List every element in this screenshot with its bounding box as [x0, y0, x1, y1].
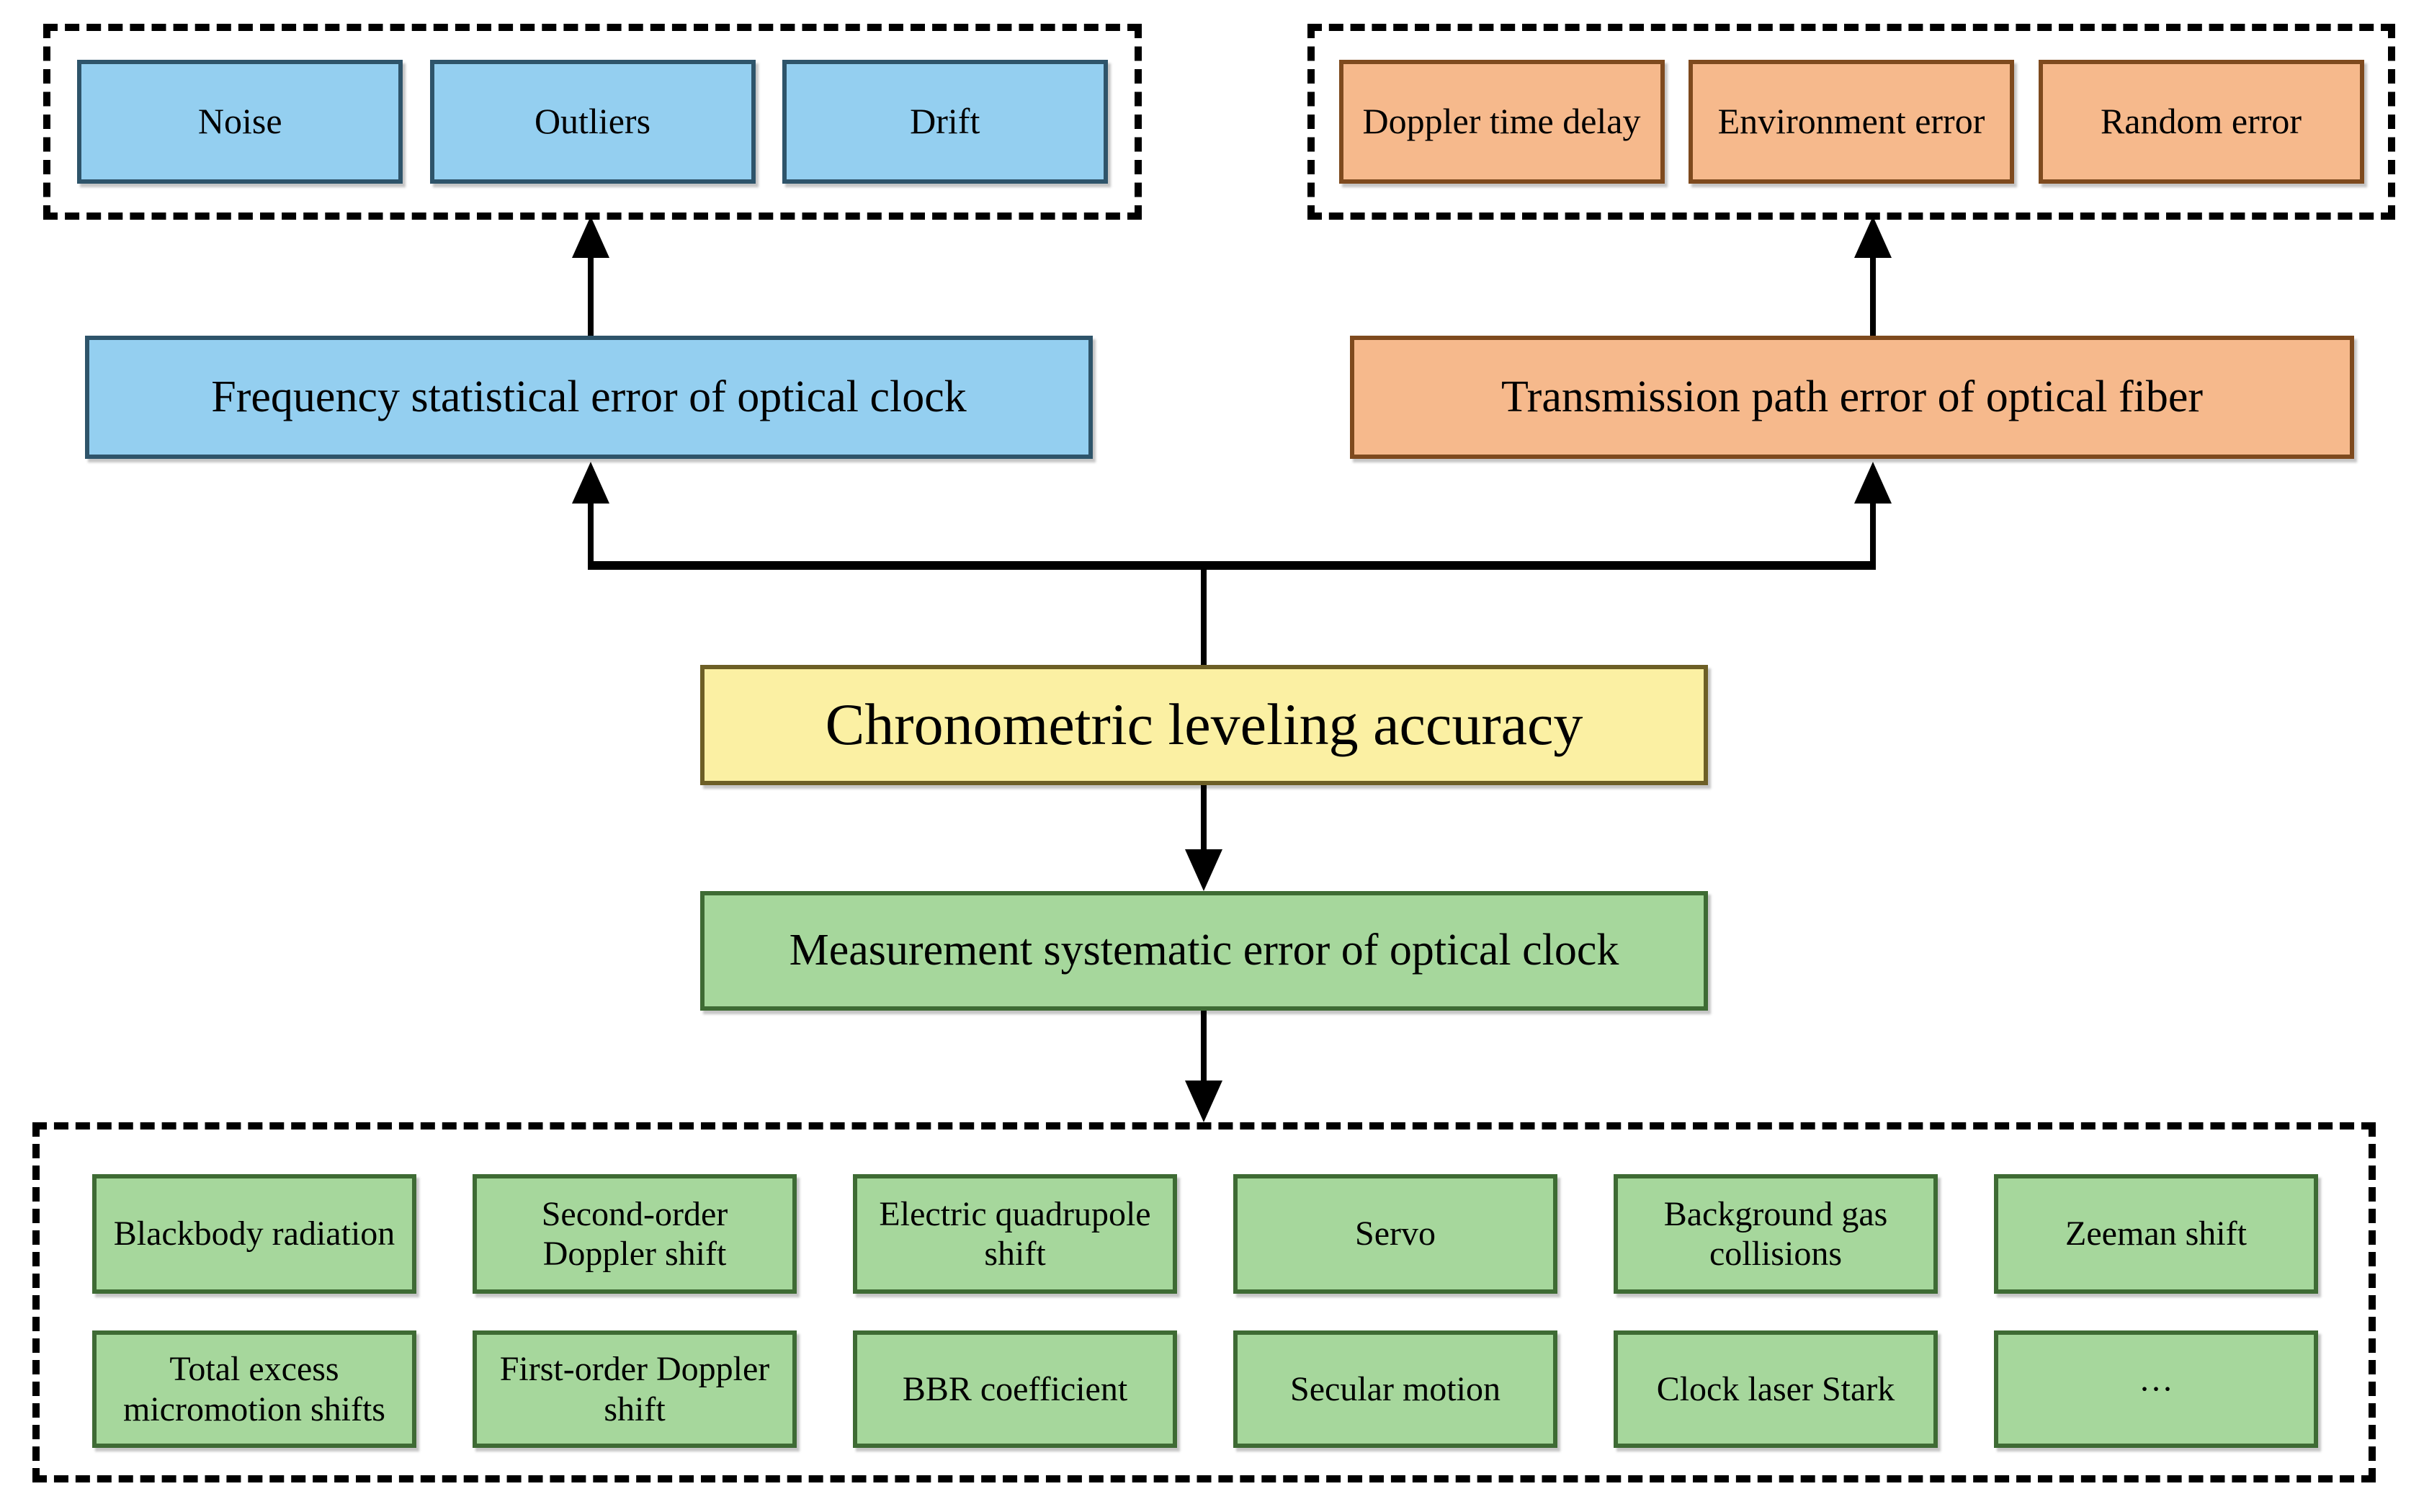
node-clock-laser-stark: Clock laser Stark: [1614, 1330, 1938, 1448]
node-environment-error: Environment error: [1689, 60, 2014, 184]
arrow-center-to-measurement-line: [1201, 785, 1207, 851]
node-zeeman-shift: Zeeman shift: [1994, 1174, 2318, 1294]
node-bbr-coefficient: BBR coefficient: [853, 1330, 1177, 1448]
node-servo: Servo: [1233, 1174, 1557, 1294]
split-center-stem-line: [1201, 568, 1207, 665]
arrow-orange-to-group-line: [1870, 254, 1876, 336]
node-first-order-doppler-shift: First-order Doppler shift: [473, 1330, 797, 1448]
arrow-measurement-to-group-line: [1201, 1011, 1207, 1083]
transmission-error-group: Doppler time delay Environment error Ran…: [1307, 24, 2395, 220]
node-doppler-time-delay: Doppler time delay: [1338, 60, 1665, 184]
arrowhead-up-to-statistical-group-icon: [572, 216, 609, 258]
arrowhead-down-to-measurement-icon: [1185, 849, 1222, 891]
node-outliers: Outliers: [429, 60, 756, 184]
node-electric-quadrupole-shift: Electric quadrupole shift: [853, 1174, 1177, 1294]
node-total-excess-micromotion-shifts: Total excess micromotion shifts: [92, 1330, 416, 1448]
arrowhead-up-to-transmission-group-icon: [1854, 216, 1892, 258]
statistical-error-group: Noise Outliers Drift: [43, 24, 1142, 220]
node-chronometric-leveling-accuracy: Chronometric leveling accuracy: [700, 665, 1708, 785]
arrowhead-down-to-systematic-group-icon: [1185, 1081, 1222, 1122]
node-measurement-systematic-error: Measurement systematic error of optical …: [700, 891, 1708, 1011]
node-drift: Drift: [782, 60, 1108, 184]
split-left-vertical-line: [588, 499, 594, 565]
split-right-vertical-line: [1870, 499, 1876, 565]
node-transmission-path-error: Transmission path error of optical fiber: [1350, 336, 2354, 459]
node-ellipsis: ···: [1994, 1330, 2318, 1448]
split-horizontal-line: [588, 561, 1876, 570]
arrowhead-up-to-orange-summary-icon: [1854, 462, 1892, 504]
node-noise: Noise: [77, 60, 403, 184]
systematic-error-group: Blackbody radiation Second-order Doppler…: [32, 1122, 2376, 1482]
arrow-blue-to-group-line: [588, 254, 594, 336]
node-second-order-doppler-shift: Second-order Doppler shift: [473, 1174, 797, 1294]
node-random-error: Random error: [2038, 60, 2364, 184]
node-blackbody-radiation: Blackbody radiation: [92, 1174, 416, 1294]
node-frequency-statistical-error: Frequency statistical error of optical c…: [85, 336, 1093, 459]
arrowhead-up-to-blue-summary-icon: [572, 462, 609, 504]
node-background-gas-collisions: Background gas collisions: [1614, 1174, 1938, 1294]
node-secular-motion: Secular motion: [1233, 1330, 1557, 1448]
